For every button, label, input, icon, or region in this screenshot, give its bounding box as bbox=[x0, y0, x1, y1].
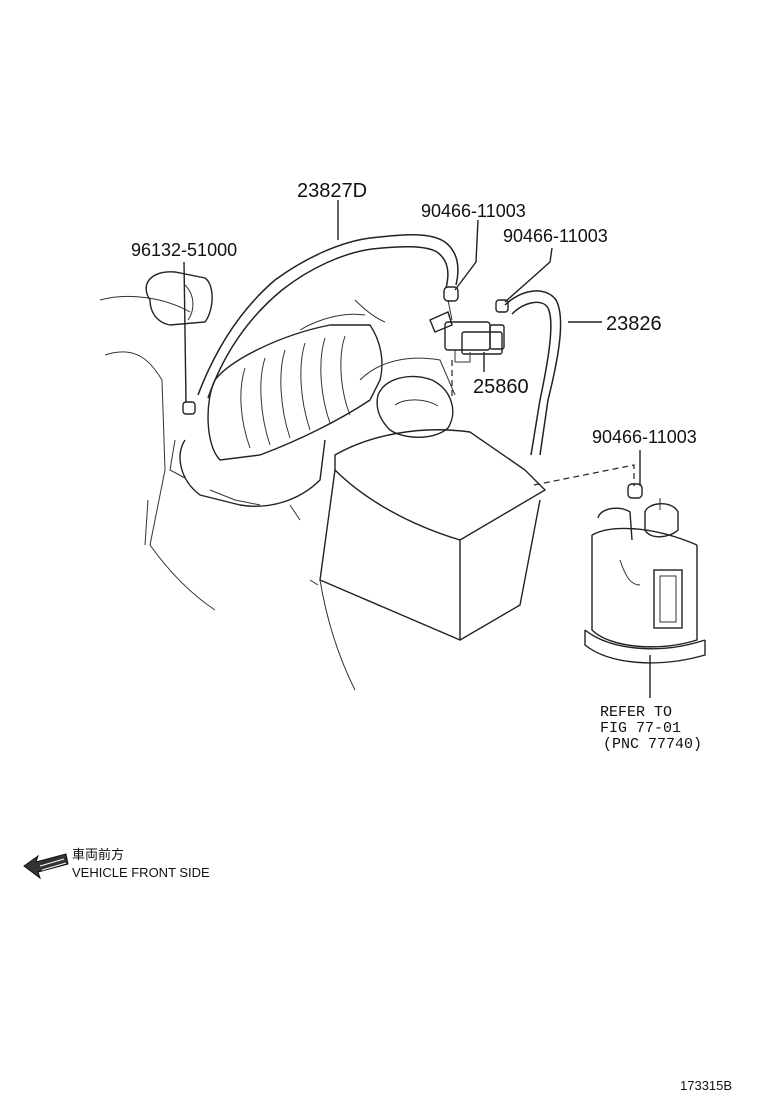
label-90466-11003-canister: 90466-11003 bbox=[592, 427, 697, 447]
leader-lines bbox=[183, 200, 651, 698]
label-90466-11003-right: 90466-11003 bbox=[503, 226, 608, 246]
label-90466-11003-top: 90466-11003 bbox=[421, 201, 526, 221]
clamp-icon bbox=[182, 286, 643, 499]
front-arrow-icon bbox=[23, 853, 69, 880]
label-25860: 25860 bbox=[473, 376, 529, 398]
legend-jp: 車両前方 bbox=[72, 847, 124, 862]
refer-line3: (PNC 77740) bbox=[603, 736, 702, 753]
legend-en: VEHICLE FRONT SIDE bbox=[72, 865, 210, 880]
canister bbox=[584, 498, 706, 664]
engine-drawing bbox=[99, 271, 547, 691]
dashed-lines bbox=[451, 360, 635, 486]
hose-23826 bbox=[504, 290, 562, 456]
refer-line2: FIG 77-01 bbox=[600, 720, 681, 737]
label-23827d: 23827D bbox=[297, 180, 367, 202]
refer-line1: REFER TO bbox=[600, 704, 672, 721]
diagram-code: 173315B bbox=[680, 1078, 732, 1093]
hose-23827d bbox=[197, 233, 459, 399]
label-23826: 23826 bbox=[606, 313, 662, 335]
label-96132-51000: 96132-51000 bbox=[131, 240, 237, 260]
vsv-valve bbox=[429, 299, 505, 363]
